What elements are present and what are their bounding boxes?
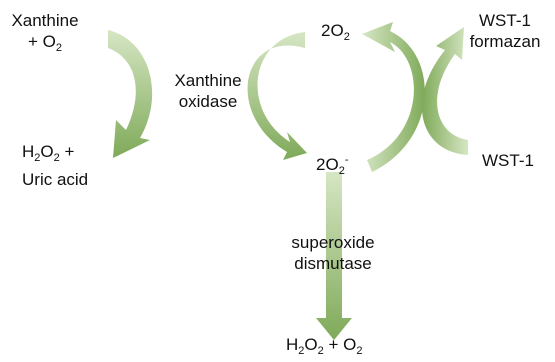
xanthine-to-uric-acid-arrow [108,30,153,158]
wst1-formazan-label: WST-1 formazan [469,11,541,51]
xanthine-plus-o2-label: Xanthine + O2 [11,11,79,54]
h2o2-uric-acid-label: H2O2 + Uric acid [22,142,89,189]
h2o2-plus-o2-label: H2O2 + O2 [286,335,363,357]
wst1-to-formazan-arrow [421,27,468,155]
two-o2-label: 2O2 [321,21,350,43]
superoxide-to-o2-arrow [362,22,425,172]
o2-to-superoxide-arrow [247,32,307,160]
superoxide-dismutase-arrow [316,172,352,340]
wst1-label: WST-1 [482,151,534,170]
two-superoxide-label: 2O2- [316,154,349,177]
xanthine-oxidase-label: Xanthine oxidase [174,71,242,111]
superoxide-dismutase-label: superoxide dismutase [291,233,375,273]
